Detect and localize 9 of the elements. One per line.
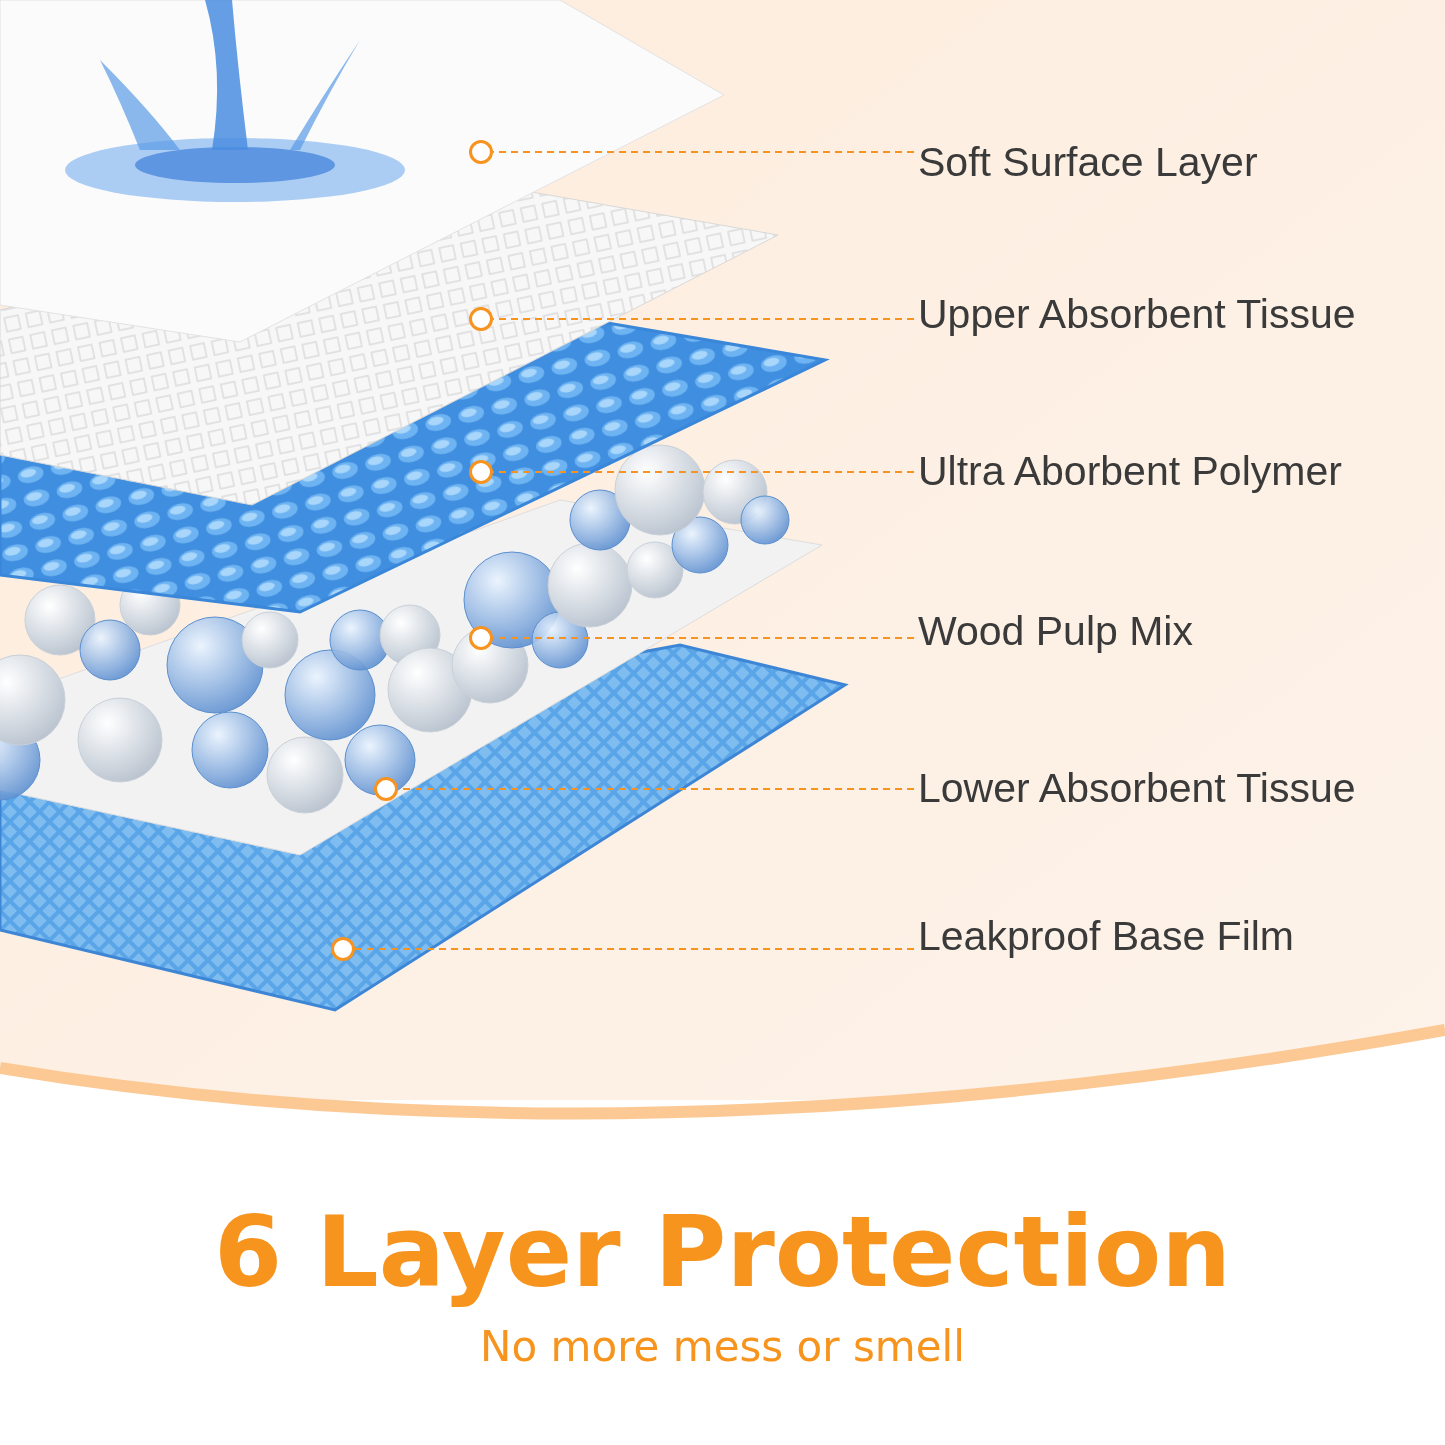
layer-label: Wood Pulp Mix [918, 606, 1193, 656]
layer-label: Ultra Aborbent Polymer [918, 446, 1342, 496]
subheading: No more mess or smell [479, 1322, 966, 1371]
layer-label: Upper Absorbent Tissue [918, 289, 1356, 339]
leader-line [354, 948, 915, 950]
layer-label: Lower Absorbent Tissue [918, 763, 1356, 813]
layer-label: Leakproof Base Film [918, 911, 1294, 961]
heading: 6 Layer Protection [212, 1195, 1233, 1309]
layer-label: Soft Surface Layer [918, 137, 1258, 187]
